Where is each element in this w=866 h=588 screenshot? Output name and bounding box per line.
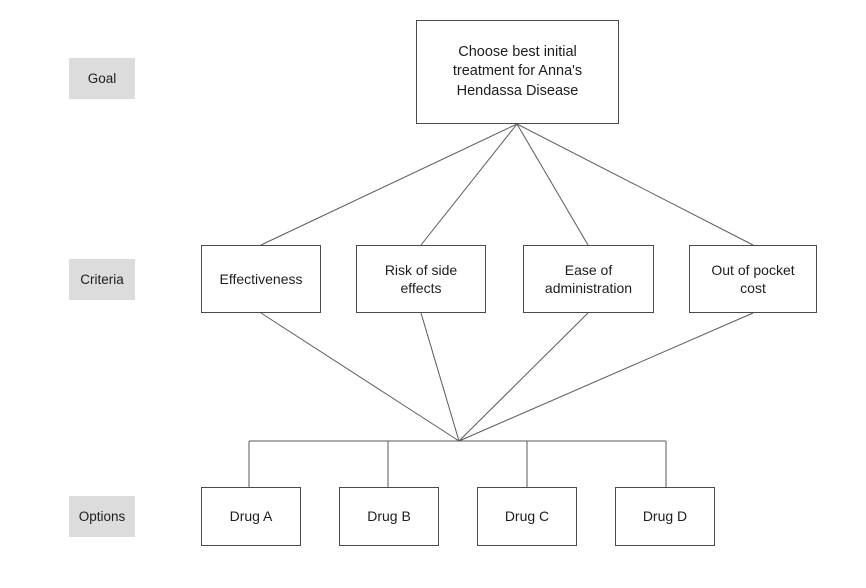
row-tag-options-label: Options: [78, 509, 126, 524]
edge-risk-to-hub: [420, 312, 460, 442]
option-node-drug-d: Drug D: [615, 487, 715, 546]
row-tag-options: Options: [69, 496, 135, 537]
edge-effectiveness-to-hub: [260, 312, 460, 442]
goal-node: Choose best initial treatment for Anna's…: [416, 20, 619, 124]
criteria-node-risk-of-side-effects: Risk of side effects: [356, 245, 486, 313]
edge-goal-to-effectiveness: [260, 123, 518, 246]
option-node-drug-a: Drug A: [201, 487, 301, 546]
criteria-node-out-of-pocket-cost: Out of pocket cost: [689, 245, 817, 313]
option-node-drug-a-label: Drug A: [229, 508, 273, 525]
criteria-node-ease-of-administration-label: Ease of administration: [544, 261, 633, 296]
option-node-drug-b-label: Drug B: [367, 508, 411, 525]
edge-cost-to-hub: [458, 312, 754, 442]
criteria-node-effectiveness-label: Effectiveness: [219, 270, 303, 287]
criteria-node-effectiveness: Effectiveness: [201, 245, 321, 313]
edge-goal-to-cost: [516, 123, 754, 246]
row-tag-criteria: Criteria: [69, 259, 135, 300]
row-tag-goal-label: Goal: [87, 71, 117, 86]
row-tag-criteria-label: Criteria: [80, 272, 124, 287]
edge-ease-to-hub: [458, 312, 589, 442]
option-node-drug-b: Drug B: [339, 487, 439, 546]
option-node-drug-c: Drug C: [477, 487, 577, 546]
option-node-drug-c-label: Drug C: [504, 508, 550, 525]
criteria-node-ease-of-administration: Ease of administration: [523, 245, 654, 313]
goal-node-label: Choose best initial treatment for Anna's…: [452, 44, 583, 99]
edge-goal-to-risk: [420, 123, 518, 246]
option-node-drug-d-label: Drug D: [642, 508, 688, 525]
criteria-node-risk-of-side-effects-label: Risk of side effects: [384, 261, 458, 296]
edge-goal-to-ease: [516, 123, 589, 246]
criteria-node-out-of-pocket-cost-label: Out of pocket cost: [711, 261, 795, 296]
row-tag-goal: Goal: [69, 58, 135, 99]
